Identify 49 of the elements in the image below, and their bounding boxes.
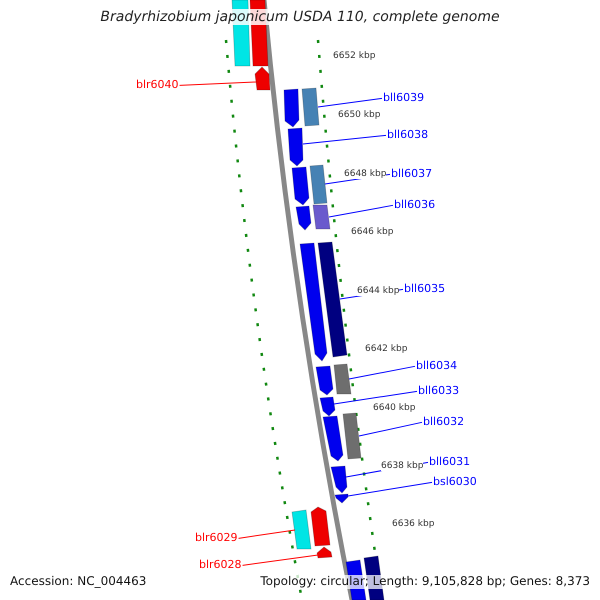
leader-line (334, 390, 418, 404)
scale-label: 6638 kbp (381, 461, 424, 472)
gene-label: bll6032 (423, 416, 464, 429)
gene-block (318, 242, 348, 358)
gene-pentagon (296, 206, 312, 231)
gene-label: bll6038 (387, 129, 428, 142)
gene-pentagon (300, 242, 328, 362)
gene-label: bsl6030 (433, 476, 477, 489)
leader-line (328, 204, 394, 218)
gene-pentagon (292, 166, 310, 206)
gene-label: bll6033 (418, 385, 460, 398)
gene-pentagon (284, 88, 300, 128)
gene-label: bll6035 (404, 283, 446, 296)
scale-label: 6642 kbp (365, 344, 408, 354)
leader-line (318, 98, 382, 108)
gene-pentagon (316, 366, 334, 396)
gene-block (312, 204, 330, 230)
scale-label: 6652 kbp (333, 51, 376, 62)
leader-line (302, 134, 386, 144)
scale-label: 6640 kbp (373, 403, 416, 414)
gene-label: bll6036 (394, 199, 436, 212)
gene-label: blr6029 (195, 532, 238, 545)
leader-line (348, 366, 416, 380)
accession-text: Accession: NC_004463 (10, 575, 146, 589)
scale-label: 6650 kbp (338, 110, 380, 120)
gene-block (342, 412, 362, 460)
scale-label: 6644 kbp (357, 286, 400, 296)
gene-block (310, 164, 328, 204)
gene-pentagon (254, 66, 270, 90)
gene-label: blr6040 (136, 79, 179, 92)
scale-label: 6646 kbp (351, 227, 394, 238)
gene-pentagon (288, 128, 304, 167)
leader-line (179, 82, 256, 86)
leader-line (238, 530, 296, 539)
gene-label: bll6039 (383, 92, 424, 105)
gene-block (292, 510, 312, 550)
genome-stats-text: Topology: circular; Length: 9,105,828 bp; Genes: 8,373 (260, 575, 590, 589)
leader-line (348, 482, 432, 496)
scale-label: 6648 kbp (344, 169, 386, 180)
leader-line (242, 554, 318, 566)
gene-block (302, 88, 320, 126)
gene-label: bll6034 (416, 360, 458, 373)
scale-label: 6636 kbp (392, 519, 434, 530)
gene-label: bll6037 (391, 168, 432, 181)
gene-block (334, 364, 352, 394)
leader-line (358, 422, 422, 436)
gene-pentagon (320, 396, 336, 417)
gene-label: bll6031 (429, 456, 470, 469)
gene-label: blr6028 (199, 559, 242, 572)
